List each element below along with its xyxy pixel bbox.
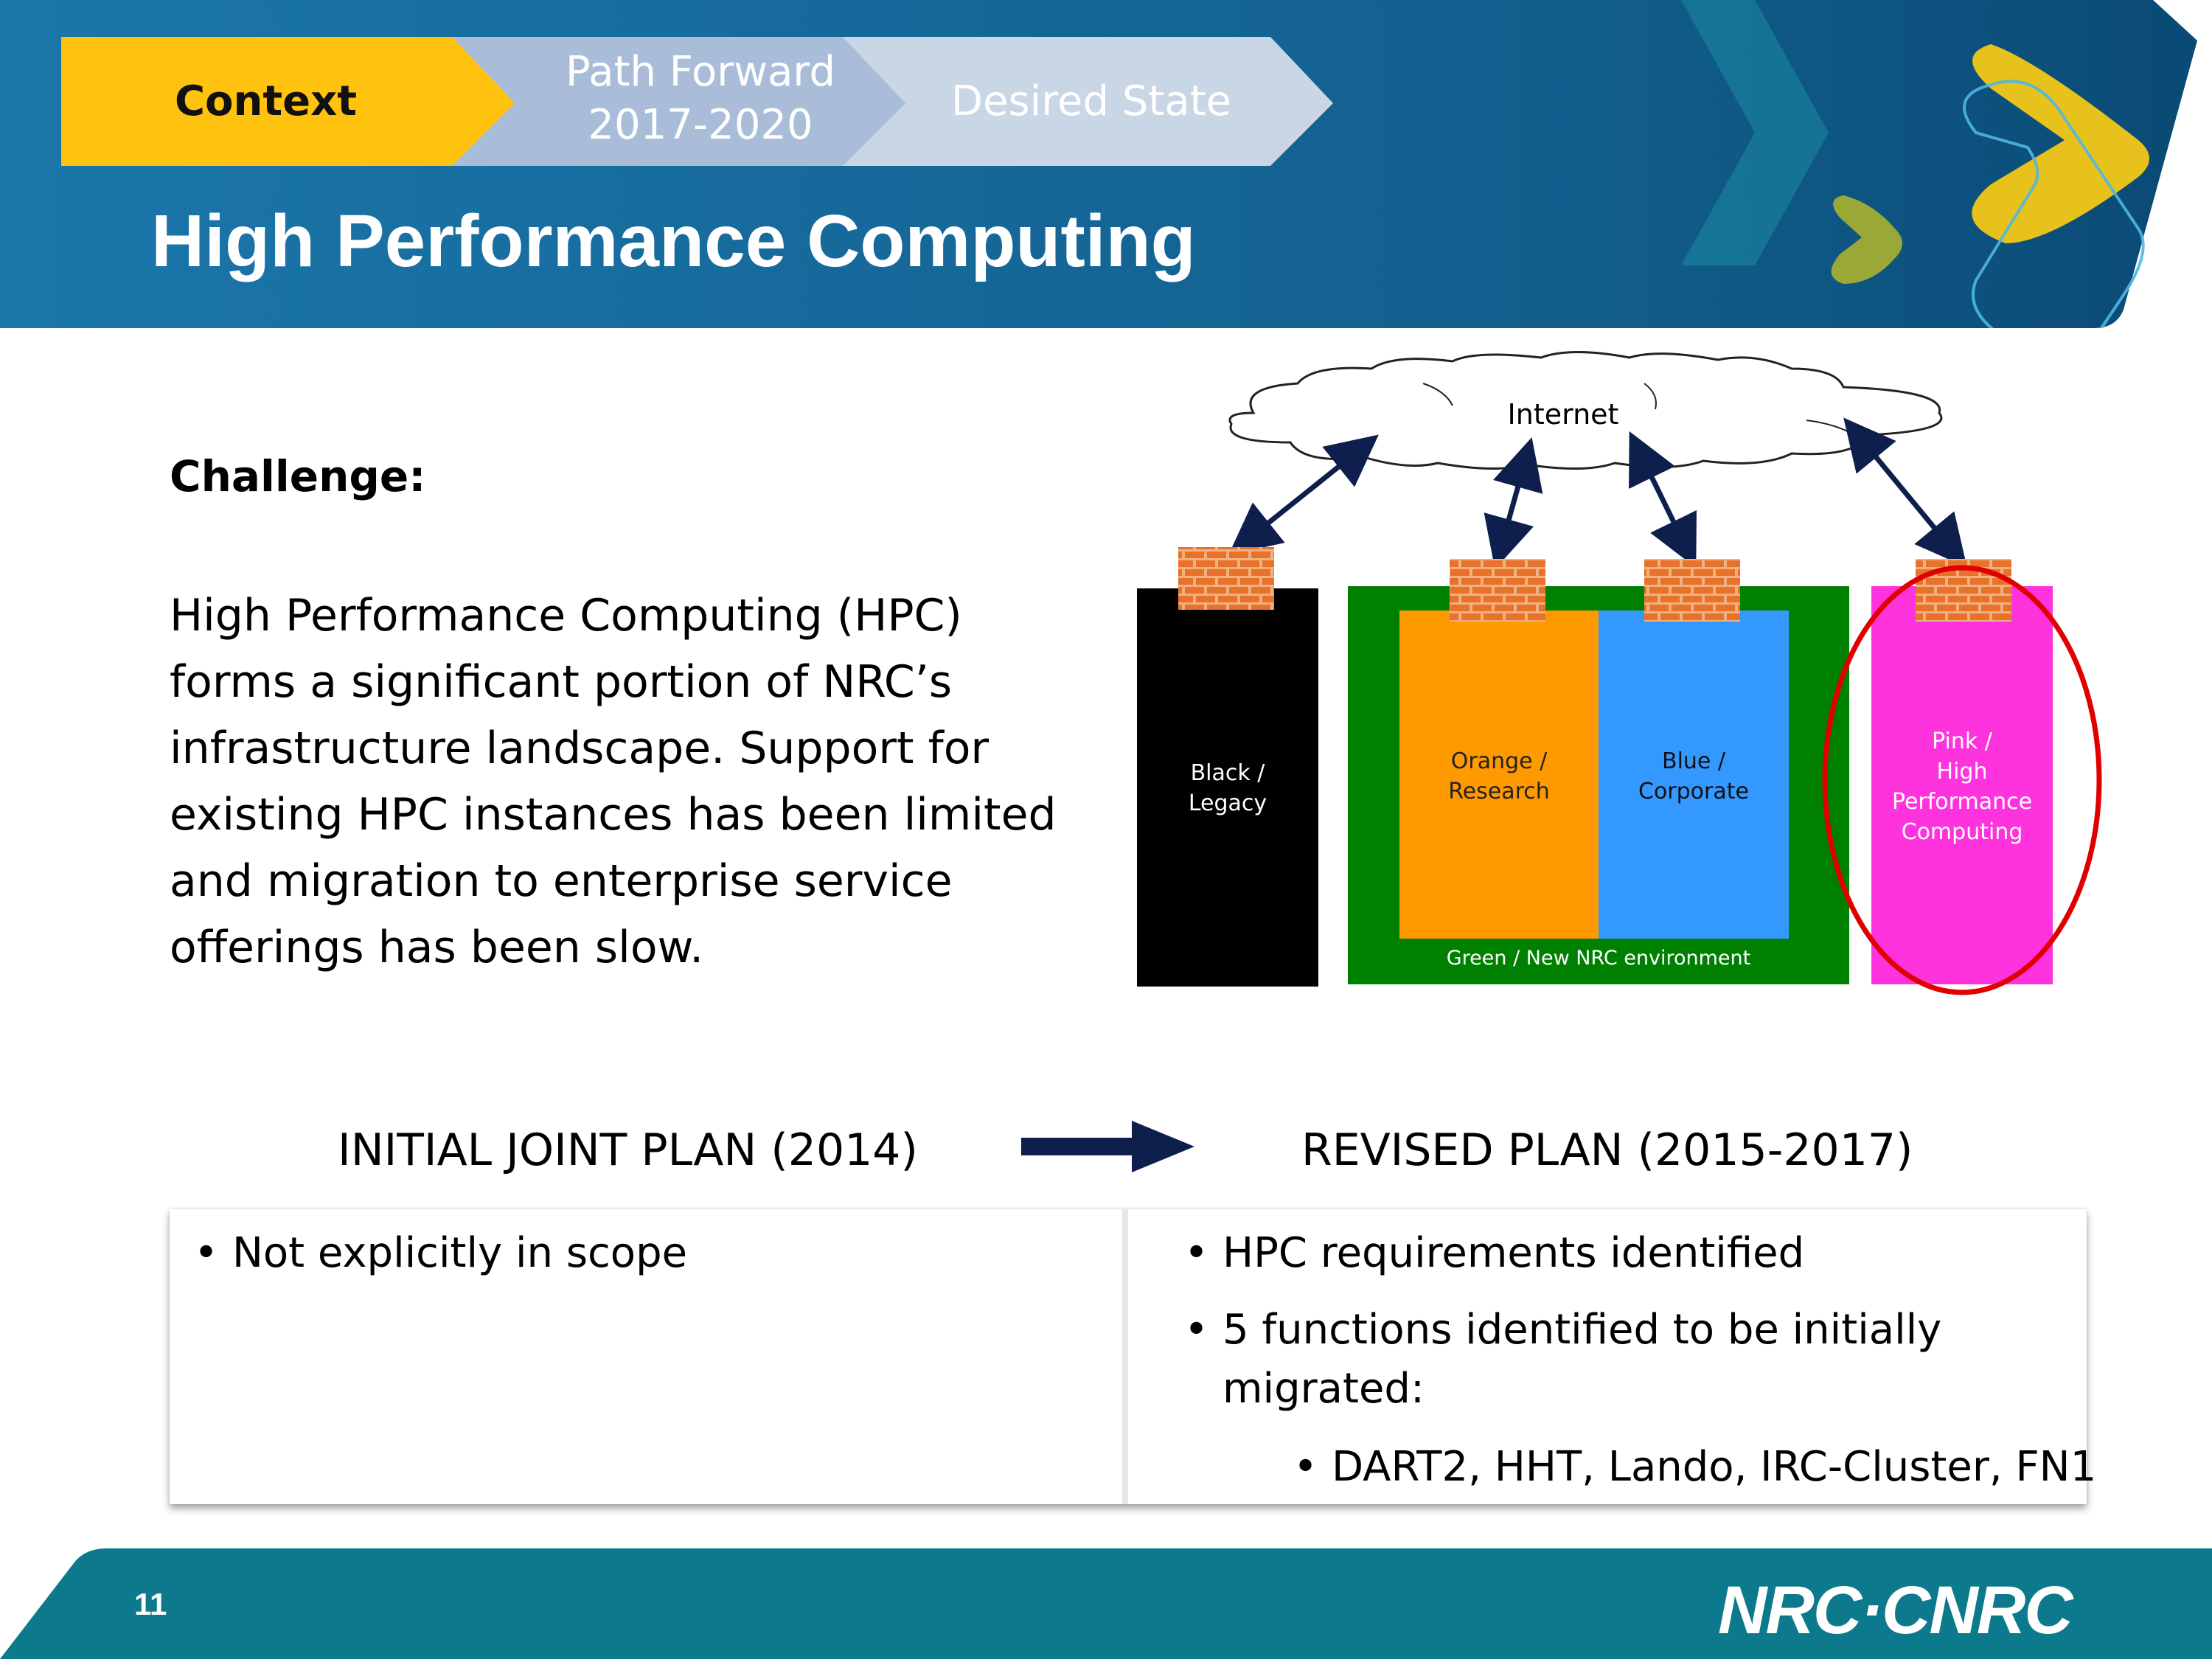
zone-blue <box>1599 611 1789 939</box>
zone-green-label: Green / New NRC environment <box>1446 947 1751 970</box>
zone-black-label: Black / Legacy <box>1188 760 1267 816</box>
zone-pink-label: Pink / High Performance Computing <box>1891 728 2033 845</box>
decor-chevron-icon <box>1681 0 1829 265</box>
revised-plan-column: • HPC requirements identified • 5 functi… <box>1134 1209 2096 1504</box>
sub-list-item: • DART2, HHT, Lando, IRC-Cluster, FN1 <box>1293 1443 2097 1491</box>
step-desired-state[interactable] <box>843 37 1333 166</box>
initial-plan-column: • Not explicitly in scope <box>170 1209 1128 1504</box>
challenge-heading: Challenge: <box>170 451 426 501</box>
plan-comparison-table: • Not explicitly in scope • HPC requirem… <box>170 1209 2096 1504</box>
zone-orange-label: Orange / Research <box>1448 748 1550 804</box>
step-path-forward[interactable] <box>452 37 905 166</box>
step-path-forward-label: Path Forward 2017-2020 <box>565 48 836 149</box>
footer-bar <box>0 1548 2212 1659</box>
page-number: 11 <box>134 1587 167 1621</box>
connection-arrows <box>1228 417 1967 569</box>
arrow-right-icon <box>1021 1121 1194 1172</box>
zone-black <box>1137 588 1318 987</box>
zone-pink <box>1871 586 2053 984</box>
decor-yellow-chevron-icon <box>1972 44 2149 243</box>
firewall-icon <box>1450 559 1545 622</box>
challenge-body: High Performance Computing (HPC) forms a… <box>170 590 1057 973</box>
decor-olive-chevron-icon <box>1831 195 1902 284</box>
step-context[interactable] <box>61 37 515 166</box>
firewall-icon <box>1644 559 1740 622</box>
list-item: • HPC requirements identified <box>1184 1229 1805 1277</box>
zone-blue-label: Blue / Corporate <box>1638 748 1749 804</box>
decor-outline-icon <box>1963 80 2145 328</box>
nrc-logo: NRC·CNRC <box>1718 1573 2073 1648</box>
initial-plan-heading: INITIAL JOINT PLAN (2014) <box>338 1124 918 1176</box>
progress-steps <box>61 37 1333 166</box>
page-title: High Performance Computing <box>151 200 1196 282</box>
firewall-icon <box>1178 547 1274 610</box>
network-diagram <box>1137 351 2102 995</box>
highlight-ellipse <box>1822 565 2102 995</box>
step-context-label: Context <box>174 77 358 125</box>
internet-label: Internet <box>1507 398 1619 431</box>
step-desired-state-label: Desired State <box>950 77 1232 125</box>
revised-plan-heading: REVISED PLAN (2015-2017) <box>1301 1124 1913 1176</box>
list-item: • Not explicitly in scope <box>194 1229 688 1277</box>
list-item: • 5 functions identified to be initially… <box>1184 1306 1942 1413</box>
zone-orange <box>1399 611 1599 939</box>
